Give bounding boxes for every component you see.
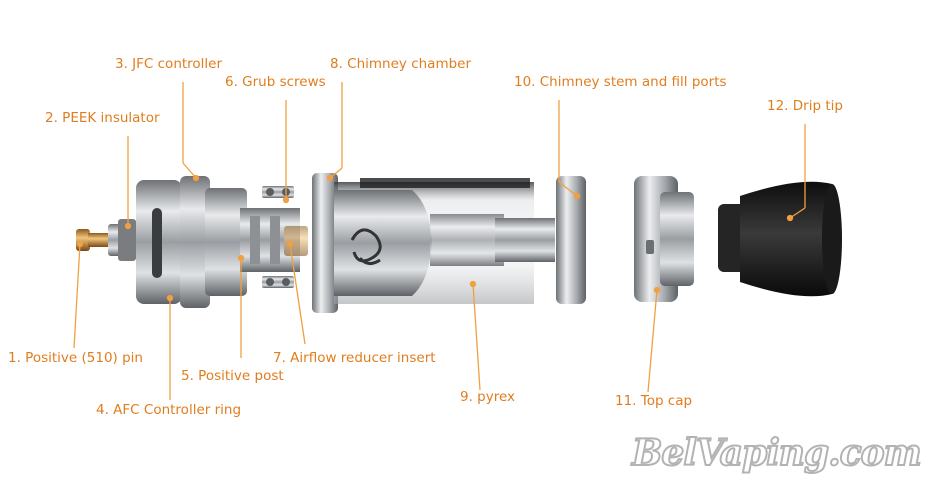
label-airflow-reducer-insert: 7. Airflow reducer insert (273, 350, 436, 366)
label-positive-post: 5. Positive post (181, 368, 284, 384)
top-cap-part (634, 176, 694, 302)
leader-lines (73, 82, 806, 400)
base-part (136, 176, 247, 308)
label-grub-screws: 6. Grub screws (225, 74, 326, 90)
label-peek-insulator: 2. PEEK insulator (45, 110, 160, 126)
label-afc-controller-ring: 4. AFC Controller ring (96, 402, 242, 418)
label-pyrex: 9. pyrex (460, 389, 516, 405)
label-positive-pin: 1. Positive (510) pin (8, 350, 143, 366)
watermark-logo: BelVaping.com (631, 431, 923, 475)
label-top-cap: 11. Top cap (615, 393, 693, 409)
label-chimney-chamber: 8. Chimney chamber (330, 56, 472, 72)
peek-insulator-part (118, 219, 136, 261)
drip-tip-part (718, 181, 842, 297)
chimney-stem-part (556, 176, 586, 304)
deck-part (240, 186, 308, 288)
label-chimney-stem: 10. Chimney stem and fill ports (514, 74, 727, 90)
label-jfc-controller: 3. JFC controller (115, 56, 223, 72)
label-drip-tip: 12. Drip tip (767, 98, 843, 114)
tank-part (312, 173, 555, 313)
